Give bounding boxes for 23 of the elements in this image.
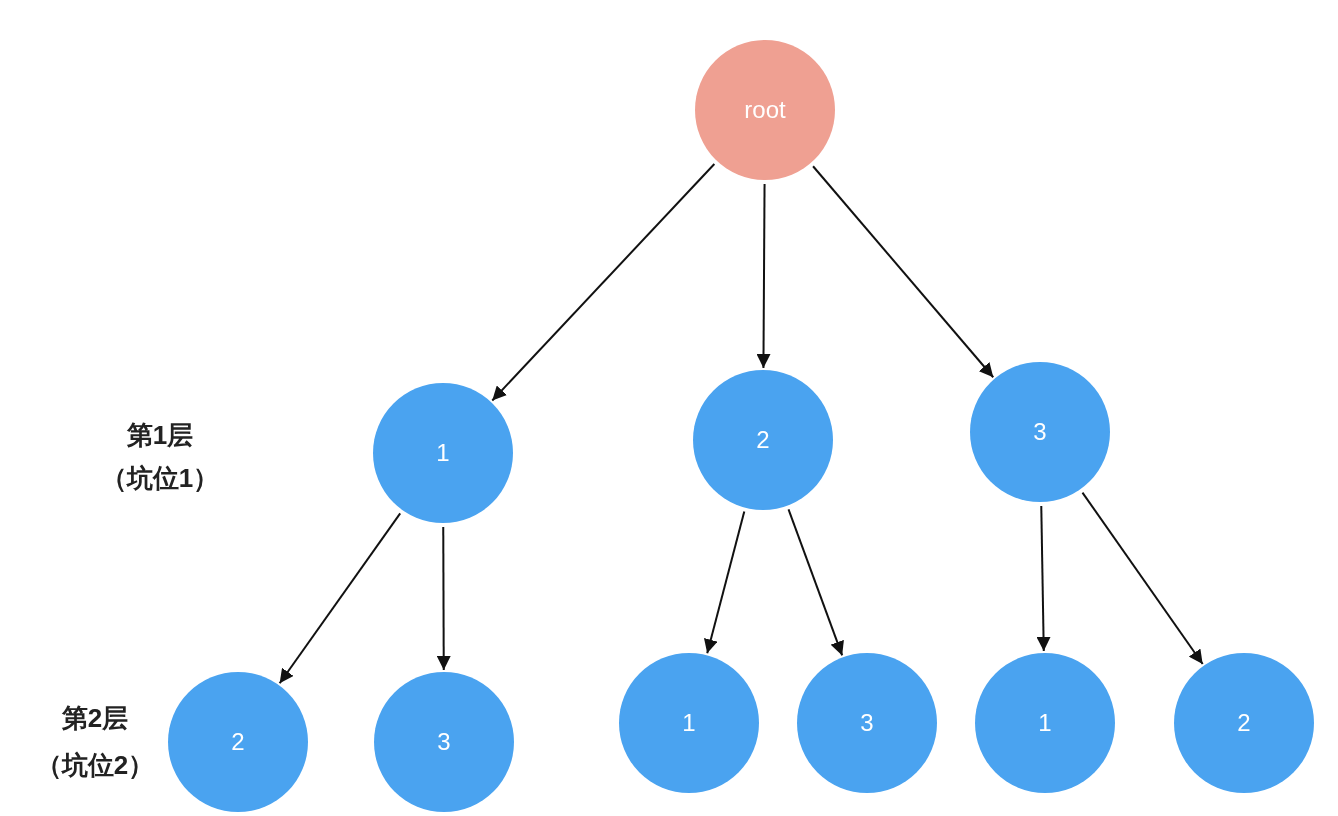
arrow — [704, 510, 746, 655]
tree-node-circle: 1 — [975, 653, 1115, 793]
tree-node-circle: 3 — [970, 362, 1110, 502]
level-label: 第2层 — [61, 701, 129, 735]
tree-node-circle: 2 — [693, 370, 833, 510]
arrow — [812, 165, 995, 379]
arrow — [491, 162, 716, 402]
level-label: 第1层 — [126, 418, 194, 452]
tree-node-circle: root — [695, 40, 835, 180]
level-label: （坑位2） — [35, 748, 155, 782]
arrow — [756, 183, 771, 369]
tree-node-circle: 2 — [168, 672, 308, 812]
level-label: （坑位1） — [100, 461, 220, 495]
arrow — [278, 512, 402, 685]
arrow — [1036, 505, 1051, 652]
tree-node-circle: 1 — [373, 383, 513, 523]
arrow — [1081, 491, 1204, 666]
tree-node-circle: 1 — [619, 653, 759, 793]
tree-node-circle: 2 — [1174, 653, 1314, 793]
tree-node-circle: 3 — [374, 672, 514, 812]
arrow — [436, 526, 451, 671]
arrow — [787, 508, 844, 657]
tree-node-circle: 3 — [797, 653, 937, 793]
